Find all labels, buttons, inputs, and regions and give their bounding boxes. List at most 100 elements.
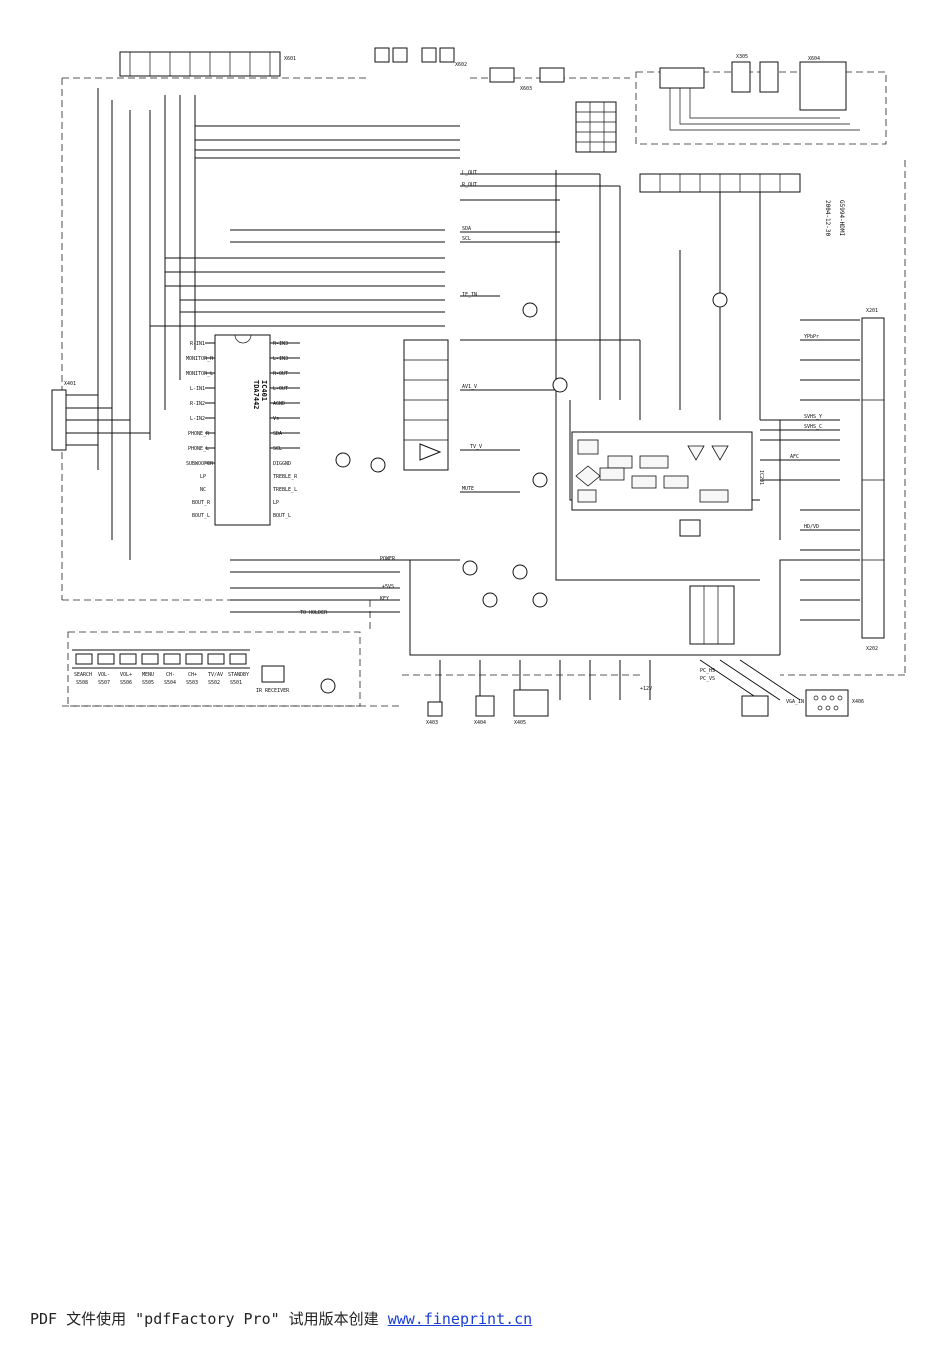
svg-text:Vs: Vs [273,416,279,422]
audio-ic-tda7442 [214,334,271,526]
model-name: G5994-HDMI [838,200,845,237]
svg-text:PC_HS: PC_HS [700,668,715,674]
speaker-connectors [374,47,455,63]
connector-label: X201 [866,308,878,314]
svg-text:TV/AV: TV/AV [208,672,223,678]
bottom-connectors [427,689,849,717]
svg-text:AFC: AFC [790,454,799,460]
svg-text:L-IN3: L-IN3 [273,356,288,362]
svg-text:S505: S505 [142,680,154,686]
connector-block [489,67,515,83]
keypad-labels: SEARCH S508 VOL- S507 VOL+ S506 MENU S505 CH… [74,672,249,686]
svg-text:+5VS: +5VS [382,584,394,590]
svg-text:LP: LP [200,474,206,480]
svg-text:L-IN1: L-IN1 [190,386,205,392]
ir-receiver [261,665,285,683]
svg-text:PHONE_L: PHONE_L [188,446,209,452]
svg-text:+12V: +12V [640,686,652,692]
connector-label: X604 [808,56,820,62]
ic-part: TDA7442 [252,380,260,410]
footer-link[interactable]: www.fineprint.cn [387,1310,533,1328]
connector-label: X602 [455,62,467,68]
right-header-connector [861,317,885,639]
svg-text:TREBLE_L: TREBLE_L [273,487,297,493]
connector-label: X404 [474,720,486,726]
connector-label: X601 [284,56,296,62]
svg-text:SDA: SDA [273,431,282,437]
audio-ic-pin-leads [205,342,300,464]
pdf-footer: PDF 文件使用 "pdfFactory Pro" 试用版本创建 www.fin… [30,1308,532,1332]
svg-text:SUBWOOFER: SUBWOOFER [186,461,214,467]
svg-text:VOL+: VOL+ [120,672,132,678]
svg-text:SEARCH: SEARCH [74,672,92,678]
crystal [679,519,701,537]
svg-text:S503: S503 [186,680,198,686]
scart-connector-left [51,389,150,451]
connector-label: X202 [866,646,878,652]
connector-label: X401 [64,381,76,387]
svg-text:TREBLE_R: TREBLE_R [273,474,298,480]
svg-text:R-IN3: R-IN3 [273,341,288,347]
svg-text:MUTE: MUTE [462,486,474,492]
svg-text:L_OUT: L_OUT [462,170,477,176]
ir-receiver-label: IR RECEIVER [256,688,290,694]
svg-text:S502: S502 [208,680,220,686]
net-labels: SDA SCL L_OUT R_OUT TV_V AV1_V MUTE POWE… [380,170,822,692]
connector-label: X403 [426,720,438,726]
svg-text:SVHS_C: SVHS_C [804,424,822,430]
board-outline-keypad [67,631,361,707]
svg-text:R-OUT: R-OUT [273,371,288,377]
connector-label: X406 [852,699,864,705]
svg-text:KEY: KEY [380,596,389,602]
svg-text:DIGGND: DIGGND [273,461,291,467]
svg-text:SCL: SCL [462,236,471,242]
svg-text:BOUT_L: BOUT_L [273,513,291,519]
svg-text:CH+: CH+ [188,672,197,678]
svg-text:MONITOR_R: MONITOR_R [186,356,214,362]
audio-switch-block [403,339,449,471]
svg-text:S508: S508 [76,680,88,686]
footer-text: PDF 文件使用 "pdfFactory Pro" 试用版本创建 [30,1310,388,1328]
svg-text:SCL: SCL [273,446,282,452]
wiring-bus [97,88,860,706]
svg-text:R-IN2: R-IN2 [190,401,205,407]
svg-text:L-OUT: L-OUT [273,386,288,392]
audio-ic-pins-left: R-IN1 MONITOR_R MONITOR_L L-IN1 R-IN2 L-… [186,341,214,519]
svg-text:LP: LP [273,500,279,506]
svg-text:CH-: CH- [166,672,175,678]
svg-text:S506: S506 [120,680,132,686]
svg-text:L-IN2: L-IN2 [190,416,205,422]
svg-text:SVHS_Y: SVHS_Y [804,414,822,420]
svg-text:R-IN1: R-IN1 [190,341,205,347]
svg-text:MENU: MENU [142,672,154,678]
svg-text:HD/VD: HD/VD [804,524,819,530]
svg-text:S504: S504 [164,680,176,686]
board-outline-main [61,77,906,707]
svg-text:VOL-: VOL- [98,672,110,678]
connector-label: X405 [514,720,526,726]
holder-label: TO HOLDER [300,610,328,616]
svg-text:BOUT_L: BOUT_L [192,513,210,519]
connector-label: X603 [520,86,532,92]
svg-text:PC_VS: PC_VS [700,676,715,682]
svg-text:R_OUT: R_OUT [462,182,477,188]
svg-text:AV1_V: AV1_V [462,384,477,390]
top-connector-strip [119,51,281,77]
svg-text:BOUT_R: BOUT_R [192,500,211,506]
svg-text:STANDBY: STANDBY [228,672,249,678]
svg-text:NC: NC [200,487,206,493]
audio-ic-pins-right: R-IN3 L-IN3 R-OUT L-OUT AGND Vs SDA SCL … [273,341,298,519]
svg-text:TV_V: TV_V [470,444,482,450]
ic-ref: IC201 [758,470,764,485]
resolution-table [689,585,735,645]
svg-text:POWER: POWER [380,556,396,562]
revision-date: 2004-12-30 [824,200,831,237]
ic-ref: IC401 [260,380,268,401]
vga-label: VGA_IN [786,699,804,705]
connector-label: X305 [736,54,748,60]
svg-text:SDA: SDA [462,226,471,232]
svg-text:S507: S507 [98,680,110,686]
keypad-switches [72,649,250,669]
svg-text:AGND: AGND [273,401,285,407]
svg-text:YPbPr: YPbPr [804,334,819,340]
